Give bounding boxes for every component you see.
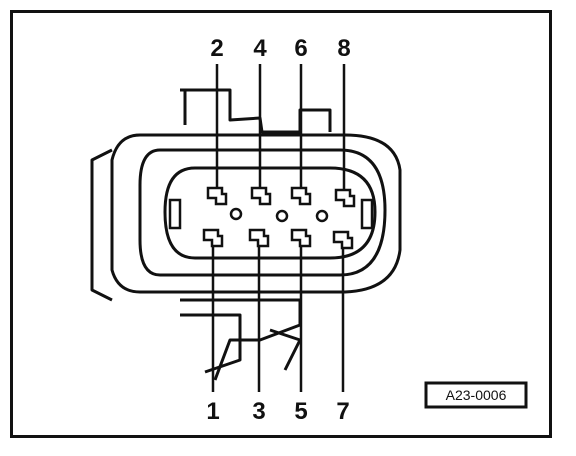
pin-label-5: 5 bbox=[294, 398, 307, 425]
pin-label-1: 1 bbox=[206, 398, 219, 425]
socket-2 bbox=[206, 186, 228, 206]
leader-lines bbox=[211, 64, 346, 392]
pin-label-8: 8 bbox=[337, 35, 350, 62]
pin-label-2: 2 bbox=[210, 35, 223, 62]
reference-box: A23-0006 bbox=[424, 381, 528, 409]
side-keys bbox=[168, 198, 374, 230]
reference-code: A23-0006 bbox=[446, 387, 507, 403]
socket-1 bbox=[202, 228, 224, 248]
socket-4 bbox=[250, 186, 272, 206]
socket-8 bbox=[334, 188, 356, 208]
socket-7 bbox=[332, 230, 354, 250]
pin-label-6: 6 bbox=[294, 35, 307, 62]
diagram-frame bbox=[10, 10, 552, 438]
pin-label-7: 7 bbox=[336, 398, 349, 425]
connector-housing bbox=[90, 88, 402, 381]
socket-6 bbox=[290, 186, 312, 206]
pin-label-4: 4 bbox=[253, 35, 267, 62]
socket-3 bbox=[248, 228, 270, 248]
socket-holes bbox=[229, 207, 329, 223]
pin-label-3: 3 bbox=[252, 398, 265, 425]
socket-5 bbox=[290, 228, 312, 248]
pin-sockets bbox=[202, 186, 356, 250]
